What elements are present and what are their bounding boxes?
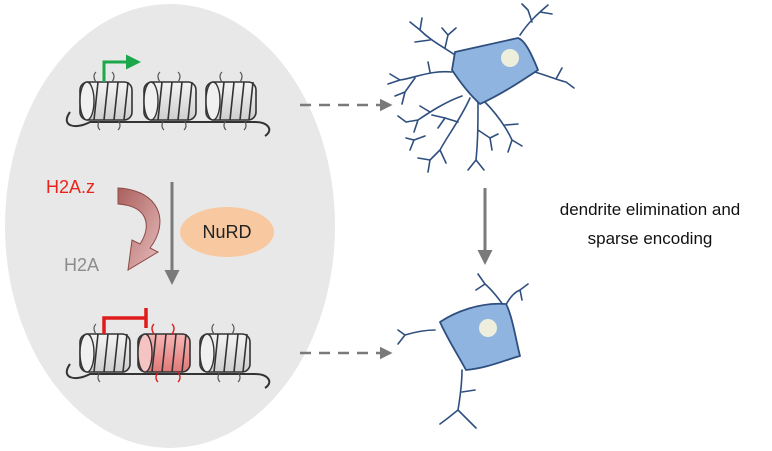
process-label-line2: sparse encoding [588, 229, 713, 248]
nucleosome-icon [199, 333, 251, 373]
h2a-label: H2A [64, 255, 99, 275]
nurd-label: NuRD [202, 222, 251, 242]
h2az-label: H2A.z [46, 177, 95, 197]
nurd-complex [180, 207, 274, 257]
process-label-line1: dendrite elimination and [560, 200, 741, 219]
repressed-chromatin [65, 308, 271, 389]
neuron-icon [397, 273, 529, 429]
nucleus-panel [5, 4, 335, 448]
nucleosome-icon [79, 333, 131, 373]
nucleosome-icon [143, 81, 197, 121]
active-chromatin [65, 54, 271, 137]
nucleosome-icon [79, 81, 133, 121]
bent-arrow-icon [102, 54, 141, 82]
histone-exchange-arrow [117, 187, 161, 271]
blunt-arrow-icon [102, 308, 148, 334]
nucleosome-icon [205, 81, 257, 121]
nucleosome-icon [137, 333, 191, 373]
neuron-icon [387, 3, 575, 173]
